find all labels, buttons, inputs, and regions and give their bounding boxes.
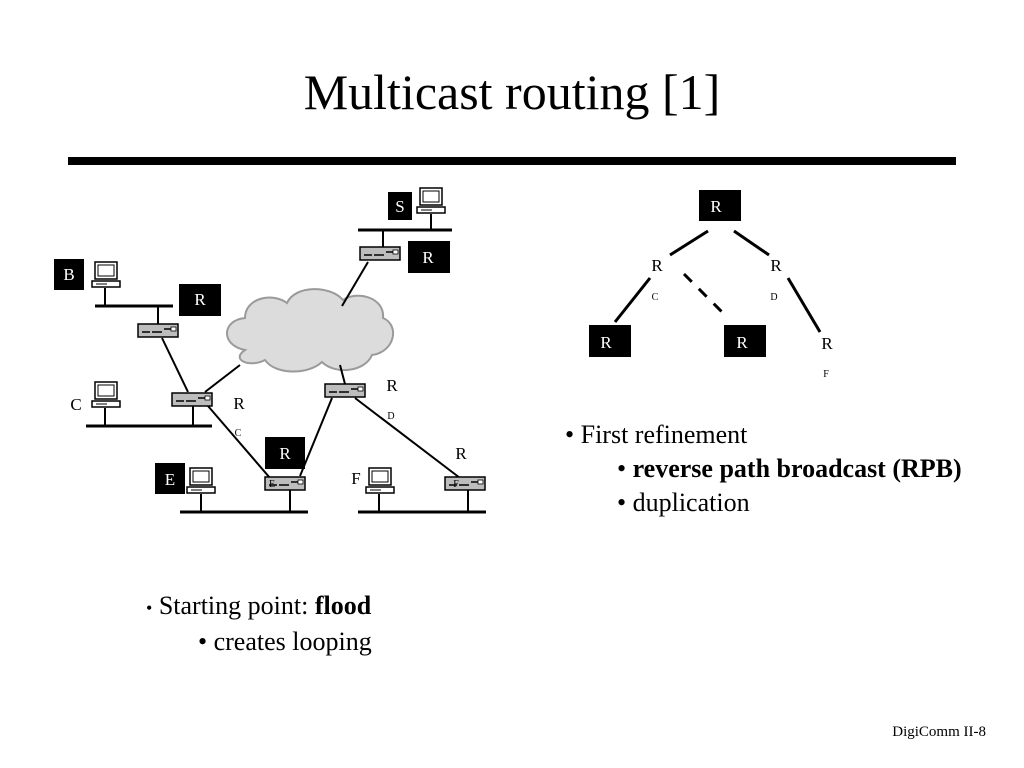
tree-label-rc: R bbox=[651, 256, 663, 275]
bullet-starting-point: • Starting point: flood bbox=[146, 591, 372, 620]
bullet-duplication: • duplication bbox=[617, 488, 750, 517]
computer-c-icon bbox=[91, 381, 121, 408]
right-bullets: • First refinement • reverse path broadc… bbox=[565, 418, 962, 520]
label-router-e: R bbox=[279, 444, 291, 463]
tree-edge-rd-rf bbox=[786, 277, 822, 333]
tree-sub-c: C bbox=[652, 292, 659, 303]
tree-edge-rc-re-dashed bbox=[682, 272, 724, 314]
left-bullets: • Starting point: flood • creates loopin… bbox=[146, 589, 372, 659]
label-router-d-sub: D bbox=[387, 411, 394, 422]
router-b bbox=[137, 323, 179, 338]
label-router-f-sub: F bbox=[453, 479, 459, 490]
link-rd-rf bbox=[354, 397, 461, 479]
label-e: E bbox=[165, 470, 175, 489]
router-s bbox=[359, 246, 401, 261]
label-router-s: R bbox=[422, 248, 434, 267]
tree-label-mid-leaf: R bbox=[736, 333, 748, 352]
tree-label-left-leaf: R bbox=[600, 333, 612, 352]
title-divider bbox=[68, 157, 956, 165]
tree-edge-rs-rd bbox=[733, 229, 770, 257]
label-router-e-sub: E bbox=[269, 479, 275, 490]
bullet-first-refinement: • First refinement bbox=[565, 420, 748, 449]
computer-e-icon bbox=[186, 467, 216, 494]
router-c bbox=[171, 392, 213, 407]
computer-f-icon bbox=[365, 467, 395, 494]
tree-edge-rc-rb bbox=[613, 277, 652, 323]
link-rs-cloud bbox=[341, 261, 369, 307]
tree-label-root: R bbox=[710, 197, 722, 216]
tree-sub-d: D bbox=[770, 292, 777, 303]
label-b: B bbox=[63, 265, 74, 284]
label-s: S bbox=[395, 197, 404, 216]
bullet-creates-looping: • creates looping bbox=[198, 627, 372, 656]
label-router-f: R bbox=[455, 444, 467, 463]
label-router-c-sub: C bbox=[235, 428, 242, 439]
slide-title: Multicast routing [1] bbox=[303, 64, 721, 120]
tree-label-rd: R bbox=[770, 256, 782, 275]
tree-edge-rs-rc bbox=[669, 229, 709, 257]
network-cloud bbox=[226, 288, 394, 373]
link-rd-re bbox=[299, 397, 333, 477]
label-f: F bbox=[351, 469, 360, 488]
tree-label-rf: R bbox=[821, 334, 833, 353]
router-f bbox=[444, 476, 486, 491]
label-c: C bbox=[70, 395, 81, 414]
computer-b-icon bbox=[91, 261, 121, 288]
link-cloud-rd bbox=[339, 364, 346, 385]
label-router-c: R bbox=[233, 394, 245, 413]
slide-footer: DigiComm II-8 bbox=[892, 724, 986, 740]
link-rc-re bbox=[207, 405, 271, 479]
computer-s-icon bbox=[416, 187, 446, 214]
tree-sub-f: F bbox=[823, 369, 829, 380]
bullet-rpb: • reverse path broadcast (RPB) bbox=[617, 454, 962, 483]
label-router-b: R bbox=[194, 290, 206, 309]
link-rb-rc bbox=[161, 337, 189, 393]
router-d bbox=[324, 383, 366, 398]
label-router-d: R bbox=[386, 376, 398, 395]
link-cloud-rc bbox=[204, 364, 241, 393]
